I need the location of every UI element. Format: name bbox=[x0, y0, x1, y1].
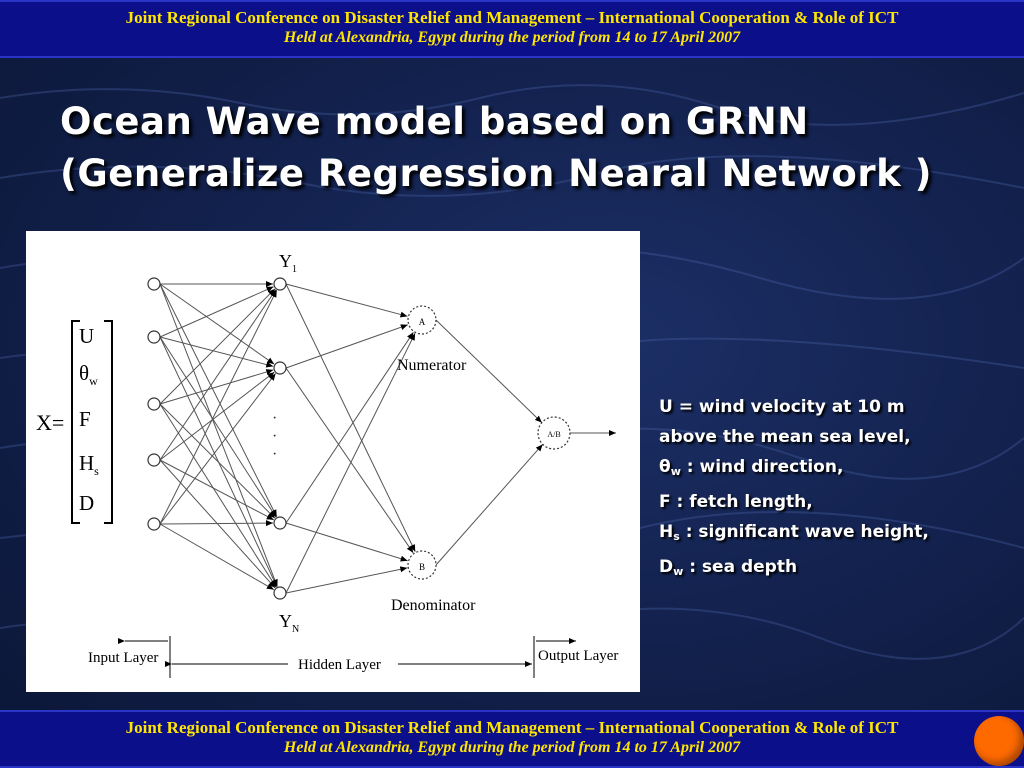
hidden-node bbox=[273, 277, 287, 291]
hidden-layer-label: Hidden Layer bbox=[298, 657, 381, 673]
input-node bbox=[147, 453, 161, 467]
numerator-node bbox=[407, 305, 437, 335]
numerator-output-edge bbox=[435, 319, 543, 423]
hidden-node bbox=[273, 516, 287, 530]
hidden-numerator-edge bbox=[285, 324, 408, 369]
input-var-u: U bbox=[79, 324, 94, 348]
hidden-denominator-edge bbox=[285, 367, 414, 554]
input-hidden-edge bbox=[159, 289, 278, 525]
input-node bbox=[147, 397, 161, 411]
output-node-label: A/B bbox=[547, 430, 560, 439]
header-line-2: Held at Alexandria, Egypt during the per… bbox=[283, 29, 741, 46]
hidden-denominator-edge bbox=[285, 522, 408, 562]
vector-right-bracket bbox=[104, 320, 113, 524]
title-line-1: Ocean Wave model based on GRNN bbox=[60, 100, 809, 143]
next-slide-button[interactable] bbox=[974, 716, 1024, 766]
legend-line: above the mean sea level, bbox=[659, 427, 911, 447]
hidden-numerator-edge bbox=[285, 333, 416, 594]
hidden-numerator-edge bbox=[285, 283, 408, 318]
hidden-denominator-edge bbox=[285, 566, 408, 594]
footer-line-2: Held at Alexandria, Egypt during the per… bbox=[283, 739, 741, 756]
denominator-node bbox=[407, 550, 437, 580]
input-var-d: D bbox=[79, 491, 94, 515]
output-layer-label: Output Layer bbox=[538, 648, 618, 664]
grnn-network-svg: X= U θw F Hs D · · · Y1 YN Numerator Den… bbox=[36, 251, 618, 678]
grnn-diagram: X= U θw F Hs D · · · Y1 YN Numerator Den… bbox=[26, 231, 640, 692]
hidden-numerator-edge bbox=[285, 332, 414, 524]
yn-label: YN bbox=[279, 611, 299, 635]
node-b-label: B bbox=[419, 562, 425, 572]
input-hidden-edge bbox=[159, 371, 275, 461]
variable-legend: U = wind velocity at 10 m above the mean… bbox=[659, 392, 1019, 587]
hidden-denominator-edge bbox=[285, 283, 416, 552]
input-hidden-edge bbox=[159, 369, 274, 405]
y1-label: Y1 bbox=[279, 251, 297, 275]
ellipsis-dot: · bbox=[272, 410, 277, 427]
footer-banner: Joint Regional Conference on Disaster Re… bbox=[0, 710, 1024, 768]
legend-line: F : fetch length, bbox=[659, 492, 813, 512]
numerator-label: Numerator bbox=[397, 357, 467, 374]
input-hidden-edge bbox=[159, 336, 274, 368]
output-node bbox=[537, 416, 571, 450]
input-hidden-edge bbox=[159, 283, 275, 365]
input-hidden-edge bbox=[159, 283, 278, 587]
title-line-2: (Generalize Regression Nearal Network ) bbox=[60, 152, 932, 195]
input-hidden-edge bbox=[159, 288, 276, 405]
input-hidden-edge bbox=[159, 373, 276, 525]
input-layer-label: Input Layer bbox=[88, 650, 158, 666]
hidden-node bbox=[273, 586, 287, 600]
input-hidden-edge bbox=[159, 459, 274, 521]
input-hidden-edge bbox=[159, 403, 277, 588]
hidden-node bbox=[273, 361, 287, 375]
slide-title: Ocean Wave model based on GRNN (Generali… bbox=[60, 96, 1000, 200]
input-hidden-edge bbox=[159, 403, 276, 519]
footer-line-1: Joint Regional Conference on Disaster Re… bbox=[125, 718, 899, 737]
input-node bbox=[147, 517, 161, 531]
input-node bbox=[147, 330, 161, 344]
ellipsis-dot: · bbox=[272, 446, 277, 463]
ellipsis-dot: · bbox=[272, 428, 277, 445]
input-node bbox=[147, 277, 161, 291]
legend-line: Hs : significant wave height, bbox=[659, 522, 929, 543]
input-hidden-edge bbox=[159, 289, 277, 461]
input-hidden-edge bbox=[159, 286, 274, 338]
input-hidden-edge bbox=[159, 283, 278, 518]
input-hidden-edge bbox=[159, 336, 277, 518]
input-hidden-edge bbox=[159, 520, 274, 527]
header-banner: Joint Regional Conference on Disaster Re… bbox=[0, 0, 1024, 58]
denominator-output-edge bbox=[435, 443, 544, 566]
header-line-1: Joint Regional Conference on Disaster Re… bbox=[125, 8, 899, 27]
input-var-theta: θw bbox=[79, 361, 98, 388]
legend-line: U = wind velocity at 10 m bbox=[659, 397, 905, 417]
input-hidden-edge bbox=[159, 523, 275, 591]
node-a-label: A bbox=[419, 317, 426, 327]
input-var-h: Hs bbox=[79, 451, 99, 478]
legend-line: θw : wind direction, bbox=[659, 457, 844, 478]
legend-line: Dw : sea depth bbox=[659, 557, 798, 578]
denominator-label: Denominator bbox=[391, 597, 476, 614]
input-var-f: F bbox=[79, 407, 91, 431]
x-vector-label: X= bbox=[36, 410, 64, 435]
vector-left-bracket bbox=[71, 320, 80, 524]
